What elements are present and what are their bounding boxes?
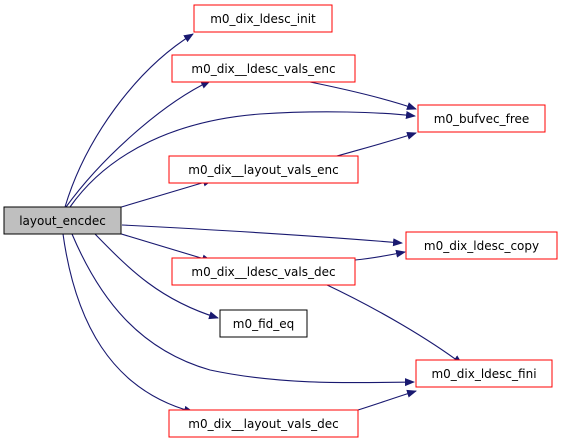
node-m0-bufvec-free-label: m0_bufvec_free xyxy=(434,112,530,126)
node-m0-fid-eq-label: m0_fid_eq xyxy=(233,317,295,331)
node-m0-dix-ldesc-vals-enc[interactable]: m0_dix__ldesc_vals_enc xyxy=(171,54,356,83)
edge-layout-encdec-to-layout-vals-dec xyxy=(62,233,194,414)
node-m0-fid-eq[interactable]: m0_fid_eq xyxy=(219,309,308,338)
node-m0-dix-ldesc-fini-label: m0_dix_ldesc_fini xyxy=(431,367,536,381)
node-m0-dix-ldesc-init[interactable]: m0_dix_ldesc_init xyxy=(193,4,333,33)
node-m0-dix-ldesc-vals-enc-label: m0_dix__ldesc_vals_enc xyxy=(191,62,335,76)
node-m0-dix-ldesc-fini[interactable]: m0_dix_ldesc_fini xyxy=(415,359,553,388)
edge-ldesc-vals-dec-to-ldesc-fini xyxy=(324,283,463,365)
node-m0-dix-ldesc-vals-dec[interactable]: m0_dix__ldesc_vals_dec xyxy=(171,257,356,286)
node-m0-bufvec-free[interactable]: m0_bufvec_free xyxy=(417,104,546,133)
edge-layout-encdec-to-ldesc-vals-enc xyxy=(65,80,211,208)
edges xyxy=(62,33,463,414)
node-m0-dix-layout-vals-enc[interactable]: m0_dix__layout_vals_enc xyxy=(168,155,359,184)
edge-layout-encdec-to-ldesc-fini xyxy=(71,233,415,387)
edge-layout-encdec-to-bufvec-free xyxy=(69,111,416,208)
edge-layout-vals-enc-to-bufvec-free xyxy=(329,132,417,159)
node-layout-encdec-label: layout_encdec xyxy=(19,214,106,228)
node-layout-encdec[interactable]: layout_encdec xyxy=(3,206,122,235)
node-m0-dix-ldesc-copy[interactable]: m0_dix_ldesc_copy xyxy=(405,231,558,260)
edge-layout-encdec-to-ldesc-vals-dec xyxy=(117,232,212,263)
edge-layout-encdec-to-ldesc-copy xyxy=(121,224,403,247)
edge-layout-vals-dec-to-ldesc-fini xyxy=(357,389,417,411)
node-m0-dix-layout-vals-enc-label: m0_dix__layout_vals_enc xyxy=(188,163,338,177)
edge-ldesc-vals-dec-to-ldesc-copy xyxy=(354,249,406,261)
node-m0-dix-ldesc-vals-dec-label: m0_dix__ldesc_vals_dec xyxy=(191,265,335,279)
edge-ldesc-vals-enc-to-bufvec-free xyxy=(304,80,417,110)
node-m0-dix-ldesc-copy-label: m0_dix_ldesc_copy xyxy=(424,239,539,253)
edge-layout-encdec-to-ldesc-init xyxy=(64,33,194,208)
node-m0-dix-layout-vals-dec[interactable]: m0_dix__layout_vals_dec xyxy=(168,409,359,438)
edge-layout-encdec-to-layout-vals-enc xyxy=(117,178,213,209)
node-m0-dix-ldesc-init-label: m0_dix_ldesc_init xyxy=(210,12,316,26)
edge-layout-encdec-to-fid-eq xyxy=(94,233,219,320)
node-m0-dix-layout-vals-dec-label: m0_dix__layout_vals_dec xyxy=(188,417,338,431)
